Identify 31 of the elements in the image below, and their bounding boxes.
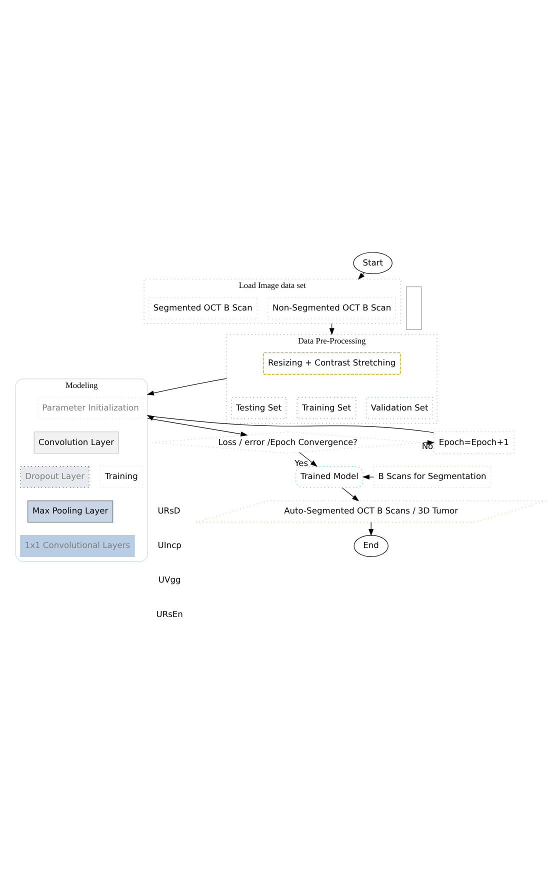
node-box: Dropout Layer [20, 466, 90, 488]
label: URsD [158, 506, 180, 516]
node-ellipse: End [354, 534, 388, 557]
node-box: Validation Set [366, 397, 433, 420]
node-box [406, 286, 422, 330]
node-box: Resizing + Contrast Stretching [263, 352, 400, 375]
node-box: Convolution Layer [34, 432, 119, 454]
edge-label: Yes [294, 458, 308, 468]
label: URsEn [156, 609, 183, 620]
label: UVgg [158, 574, 181, 585]
node-box: Epoch=Epoch+1 [433, 432, 514, 454]
node-box: Non-Segmented OCT B Scan [268, 297, 396, 320]
node-box: Parameter Initialization [38, 397, 144, 420]
node-box: Training [100, 466, 144, 488]
edge-label: No [422, 441, 434, 452]
arrow [342, 488, 360, 502]
arrow [147, 418, 248, 436]
node-box: 1x1 Convolutional Layers [20, 534, 135, 557]
node-box: Trained Model [296, 466, 364, 488]
node-box: Testing Set [231, 397, 286, 420]
arrow [146, 378, 227, 396]
arrow [362, 474, 374, 480]
arrow [146, 414, 434, 433]
node-box: Max Pooling Layer [28, 500, 114, 522]
node-box: Training Set [296, 397, 356, 420]
node-box: B Scans for Segmentation [373, 466, 492, 488]
node-box: Segmented OCT B Scan [148, 297, 258, 320]
arrow [299, 452, 318, 467]
arrow [423, 440, 435, 446]
label: UIncp [158, 540, 182, 550]
arrow [358, 272, 365, 280]
